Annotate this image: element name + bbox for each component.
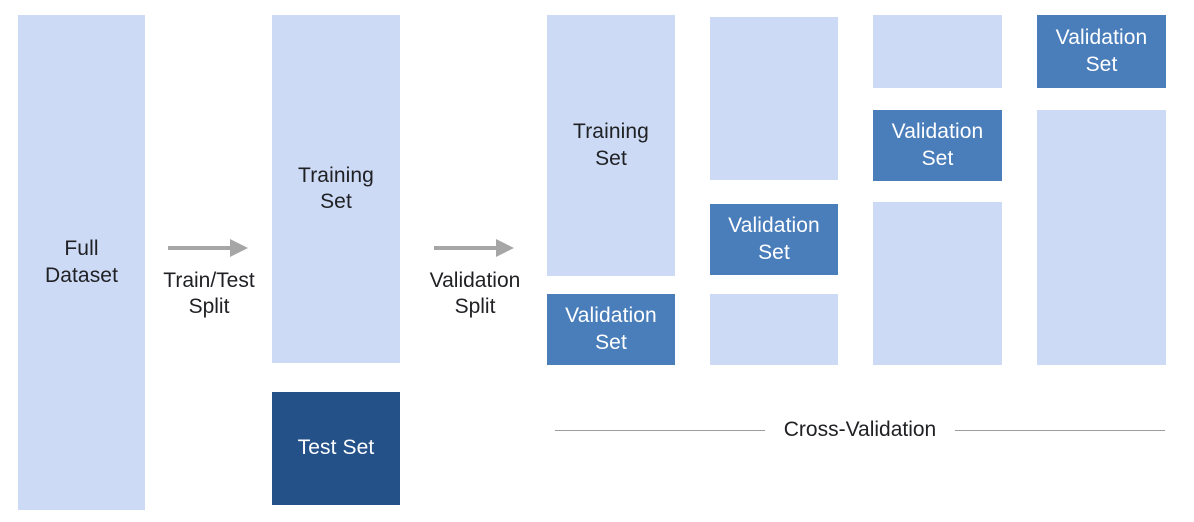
validation-arrow-line	[434, 246, 498, 250]
train-test-arrow-line	[168, 246, 232, 250]
train-test-split-caption: Train/Test Split	[163, 269, 255, 319]
cv-fold-4-validation-block: Validation Set	[1037, 15, 1166, 88]
validation-split-caption: Validation Split	[429, 269, 521, 319]
validation-arrow-head	[496, 239, 514, 257]
cv-fold-3-validation-label: Validation Set	[891, 120, 984, 170]
cv-fold-3-training-block-top	[873, 15, 1002, 88]
cv-fold-4-training-block	[1037, 110, 1166, 365]
cv-fold-3-validation-block: Validation Set	[873, 110, 1002, 181]
cv-fold-1-training-block: Training Set	[547, 15, 675, 276]
cv-fold-2-training-block-bottom	[710, 294, 838, 365]
cv-fold-2-validation-block: Validation Set	[710, 204, 838, 275]
cv-fold-1-validation-block: Validation Set	[547, 294, 675, 365]
training-set-block: Training Set	[272, 15, 400, 363]
cv-fold-1-validation-label: Validation Set	[565, 304, 657, 354]
cv-fold-2-training-block-top	[710, 17, 838, 180]
training-set-label: Training Set	[298, 163, 374, 213]
cv-fold-1-training-label: Training Set	[573, 120, 649, 170]
full-dataset-label: Full Dataset	[44, 237, 119, 287]
train-test-arrow-head	[230, 239, 248, 257]
cv-fold-4-validation-label: Validation Set	[1055, 26, 1148, 76]
cross-validation-rule-right	[955, 430, 1165, 431]
cv-fold-3-training-block-bottom	[873, 202, 1002, 365]
full-dataset-block: Full Dataset	[18, 15, 145, 510]
cross-validation-rule-left	[555, 430, 765, 431]
cv-fold-2-validation-label: Validation Set	[728, 214, 820, 264]
cross-validation-caption: Cross-Validation	[783, 418, 937, 441]
test-set-block: Test Set	[272, 392, 400, 505]
test-set-label: Test Set	[297, 436, 375, 460]
